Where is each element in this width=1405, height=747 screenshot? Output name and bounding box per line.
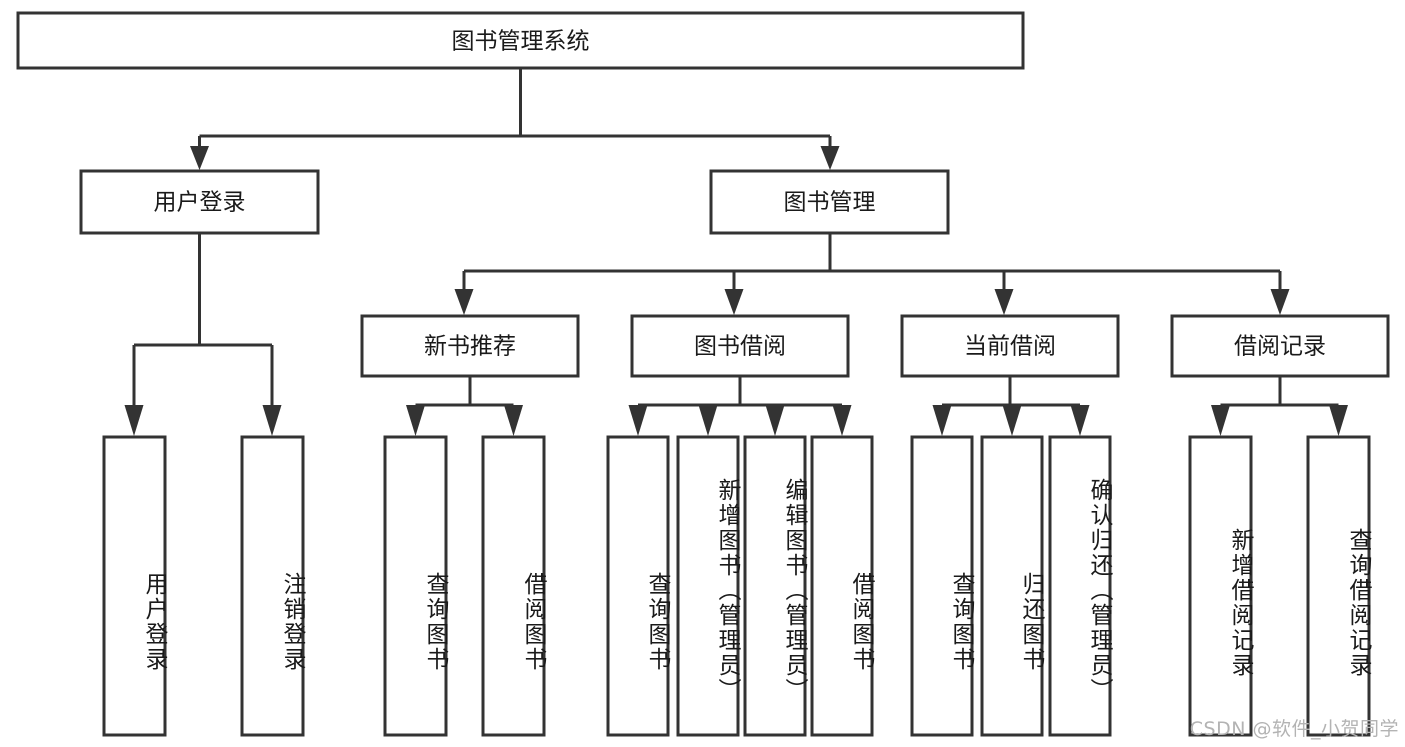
- node-current-borrow-box[interactable]: [900, 314, 1120, 378]
- node-book-borrow-label: 图书借阅: [694, 334, 786, 360]
- node-query-book-borrow-box[interactable]: [606, 435, 670, 737]
- node-user-login[interactable]: 用户登录: [79, 169, 320, 235]
- node-new-book-recommend-box[interactable]: [360, 314, 580, 378]
- node-add-borrow-record-box[interactable]: [1188, 435, 1253, 737]
- node-return-book-box[interactable]: [980, 435, 1044, 737]
- node-root-system[interactable]: 图书管理系统: [16, 11, 1025, 70]
- node-book-manage-label: 图书管理: [784, 190, 876, 216]
- node-query-book-recommend-box[interactable]: [383, 435, 448, 737]
- node-borrow-book-action-box[interactable]: [810, 435, 874, 737]
- arrow-to-add-book-admin-icon: [698, 405, 718, 436]
- node-user-login-action-box[interactable]: [102, 435, 167, 737]
- arrow-to-user-login-action-icon: [124, 405, 144, 436]
- node-root-system-box[interactable]: [16, 11, 1025, 70]
- node-book-manage-box[interactable]: [709, 169, 950, 235]
- arrow-to-borrow-book-recommend-icon: [504, 405, 523, 436]
- node-user-logout-action-box[interactable]: [240, 435, 305, 737]
- node-user-login-label: 用户登录: [154, 190, 246, 216]
- csdn-watermark: CSDN @软件_小贺同学: [1189, 718, 1399, 740]
- node-borrow-book-recommend-box[interactable]: [481, 435, 546, 737]
- node-new-book-recommend[interactable]: 新书推荐: [360, 314, 580, 378]
- node-root-system-label: 图书管理系统: [452, 29, 590, 55]
- arrow-to-add-borrow-record-icon: [1211, 405, 1230, 436]
- arrow-to-query-book-borrow-icon: [628, 405, 648, 436]
- arrow-to-book-borrow-icon: [724, 289, 744, 315]
- node-borrow-record-box[interactable]: [1170, 314, 1390, 378]
- arrow-root-to-book-manage-icon: [820, 146, 840, 170]
- node-edit-book-admin-box[interactable]: [743, 435, 807, 737]
- node-add-book-admin-box[interactable]: [676, 435, 740, 737]
- node-current-borrow[interactable]: 当前借阅: [900, 314, 1120, 378]
- node-book-borrow-box[interactable]: [630, 314, 850, 378]
- arrow-to-new-book-recommend-icon: [454, 289, 474, 315]
- node-book-borrow[interactable]: 图书借阅: [630, 314, 850, 378]
- arrow-to-query-book-recommend-icon: [406, 405, 425, 436]
- arrow-to-query-borrow-record-icon: [1329, 405, 1348, 436]
- arrow-to-user-logout-action-icon: [262, 405, 282, 436]
- node-user-login-box[interactable]: [79, 169, 320, 235]
- arrow-to-confirm-return-admin-icon: [1070, 405, 1090, 436]
- node-query-book-current-box[interactable]: [910, 435, 974, 737]
- arrow-to-borrow-record-icon: [1270, 289, 1290, 315]
- node-book-manage[interactable]: 图书管理: [709, 169, 950, 235]
- arrow-to-borrow-book-action-icon: [832, 405, 852, 436]
- arrow-to-edit-book-admin-icon: [765, 405, 785, 436]
- connector-layer: [124, 68, 1348, 436]
- arrow-to-return-book-icon: [1002, 405, 1022, 436]
- node-query-borrow-record-box[interactable]: [1306, 435, 1371, 737]
- node-new-book-recommend-label: 新书推荐: [424, 334, 516, 360]
- arrow-root-to-user-login-icon: [190, 146, 209, 170]
- leaf-box-layer: [102, 435, 1371, 737]
- arrow-to-current-borrow-icon: [994, 289, 1014, 315]
- arrow-to-query-book-current-icon: [932, 405, 952, 436]
- node-borrow-record[interactable]: 借阅记录: [1170, 314, 1390, 378]
- node-confirm-return-admin-box[interactable]: [1048, 435, 1112, 737]
- node-borrow-record-label: 借阅记录: [1234, 334, 1326, 360]
- node-current-borrow-label: 当前借阅: [964, 334, 1056, 360]
